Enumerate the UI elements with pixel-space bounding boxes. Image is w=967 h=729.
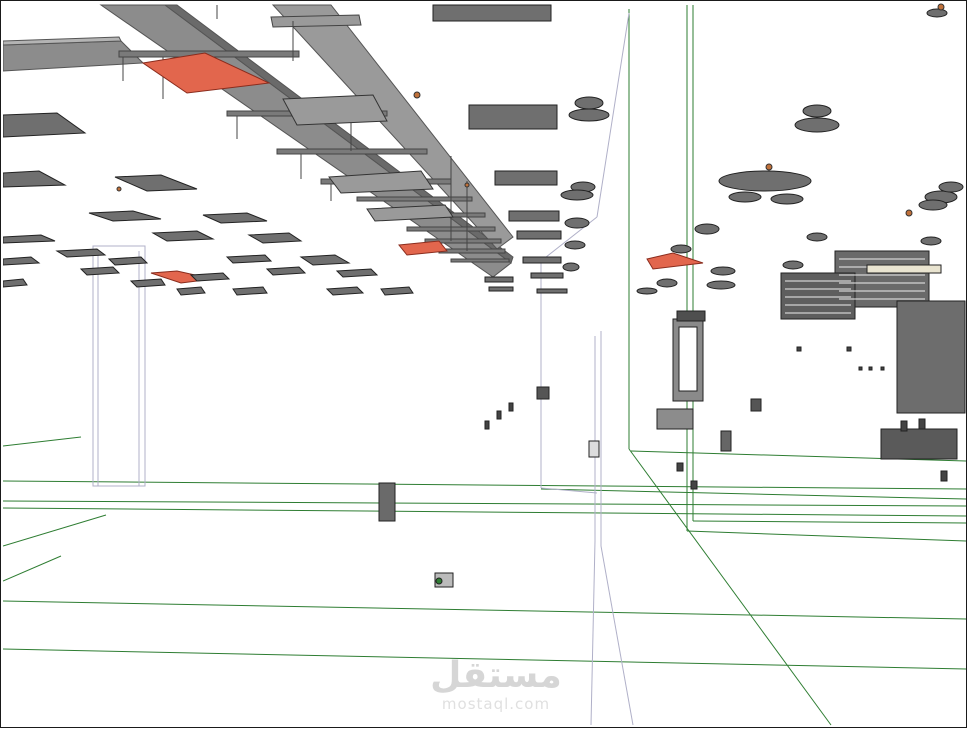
floor-grid	[3, 5, 966, 726]
duct-plates	[282, 94, 454, 222]
ceiling-diffusers	[3, 4, 568, 296]
round-diffusers	[560, 8, 964, 295]
fire-dampers	[141, 52, 704, 284]
wall-fittings	[484, 346, 948, 490]
sprinkler-heads	[116, 3, 945, 217]
glass-walls	[92, 12, 634, 726]
wall-equipment	[378, 250, 966, 588]
